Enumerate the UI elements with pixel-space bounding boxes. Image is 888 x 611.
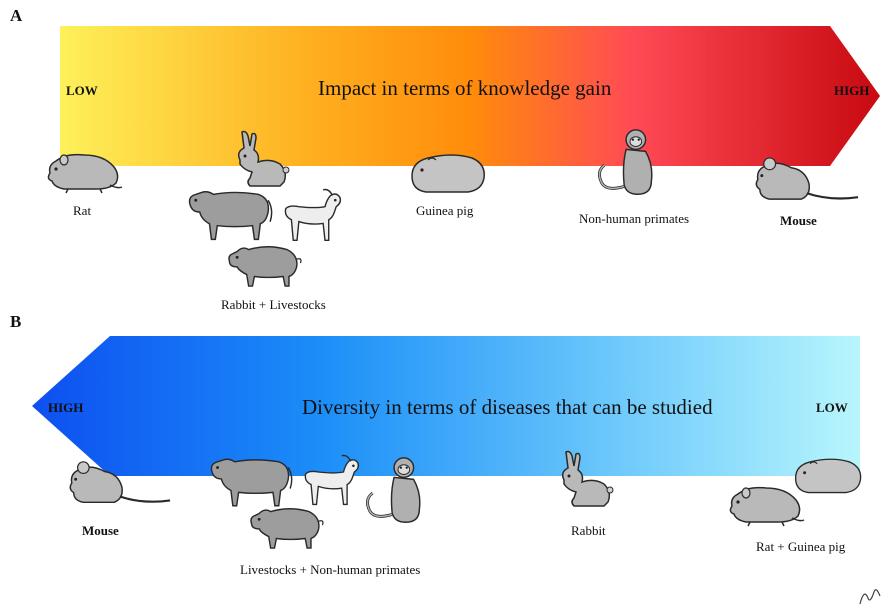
arrow-b-low-label: LOW bbox=[816, 400, 848, 416]
arrow-a-high-label: HIGH bbox=[834, 83, 869, 99]
rat-icon bbox=[44, 145, 124, 195]
arrow-b-high-label: HIGH bbox=[48, 400, 83, 416]
arrow-a-low-label: LOW bbox=[66, 83, 98, 99]
cow-icon bbox=[186, 182, 274, 242]
caption-rabbit-b: Rabbit bbox=[571, 523, 606, 539]
mouse-icon bbox=[66, 458, 172, 511]
rabbit-icon bbox=[230, 130, 290, 190]
cow-icon bbox=[208, 450, 294, 508]
goat-icon bbox=[276, 188, 346, 244]
caption-rat-guinea-pig: Rat + Guinea pig bbox=[756, 539, 845, 555]
monkey-icon bbox=[594, 126, 664, 204]
guinea-pig-icon bbox=[792, 454, 864, 496]
rabbit-icon bbox=[554, 450, 614, 510]
pig-icon bbox=[224, 240, 304, 288]
guinea-pig-icon bbox=[408, 150, 488, 195]
mouse-icon bbox=[752, 154, 860, 208]
monkey-icon bbox=[362, 454, 432, 532]
arrow-b-title: Diversity in terms of diseases that can … bbox=[302, 395, 713, 420]
signature bbox=[856, 584, 884, 608]
caption-non-human-primates: Non-human primates bbox=[579, 211, 689, 227]
caption-mouse-b: Mouse bbox=[82, 523, 119, 539]
caption-guinea-pig: Guinea pig bbox=[416, 203, 473, 219]
caption-rat: Rat bbox=[73, 203, 91, 219]
pig-icon bbox=[246, 502, 326, 550]
caption-mouse: Mouse bbox=[780, 213, 817, 229]
caption-livestocks-primates: Livestocks + Non-human primates bbox=[240, 562, 420, 578]
arrow-a-title: Impact in terms of knowledge gain bbox=[318, 76, 611, 101]
goat-icon bbox=[298, 454, 362, 508]
caption-rabbit-livestocks: Rabbit + Livestocks bbox=[221, 297, 326, 313]
